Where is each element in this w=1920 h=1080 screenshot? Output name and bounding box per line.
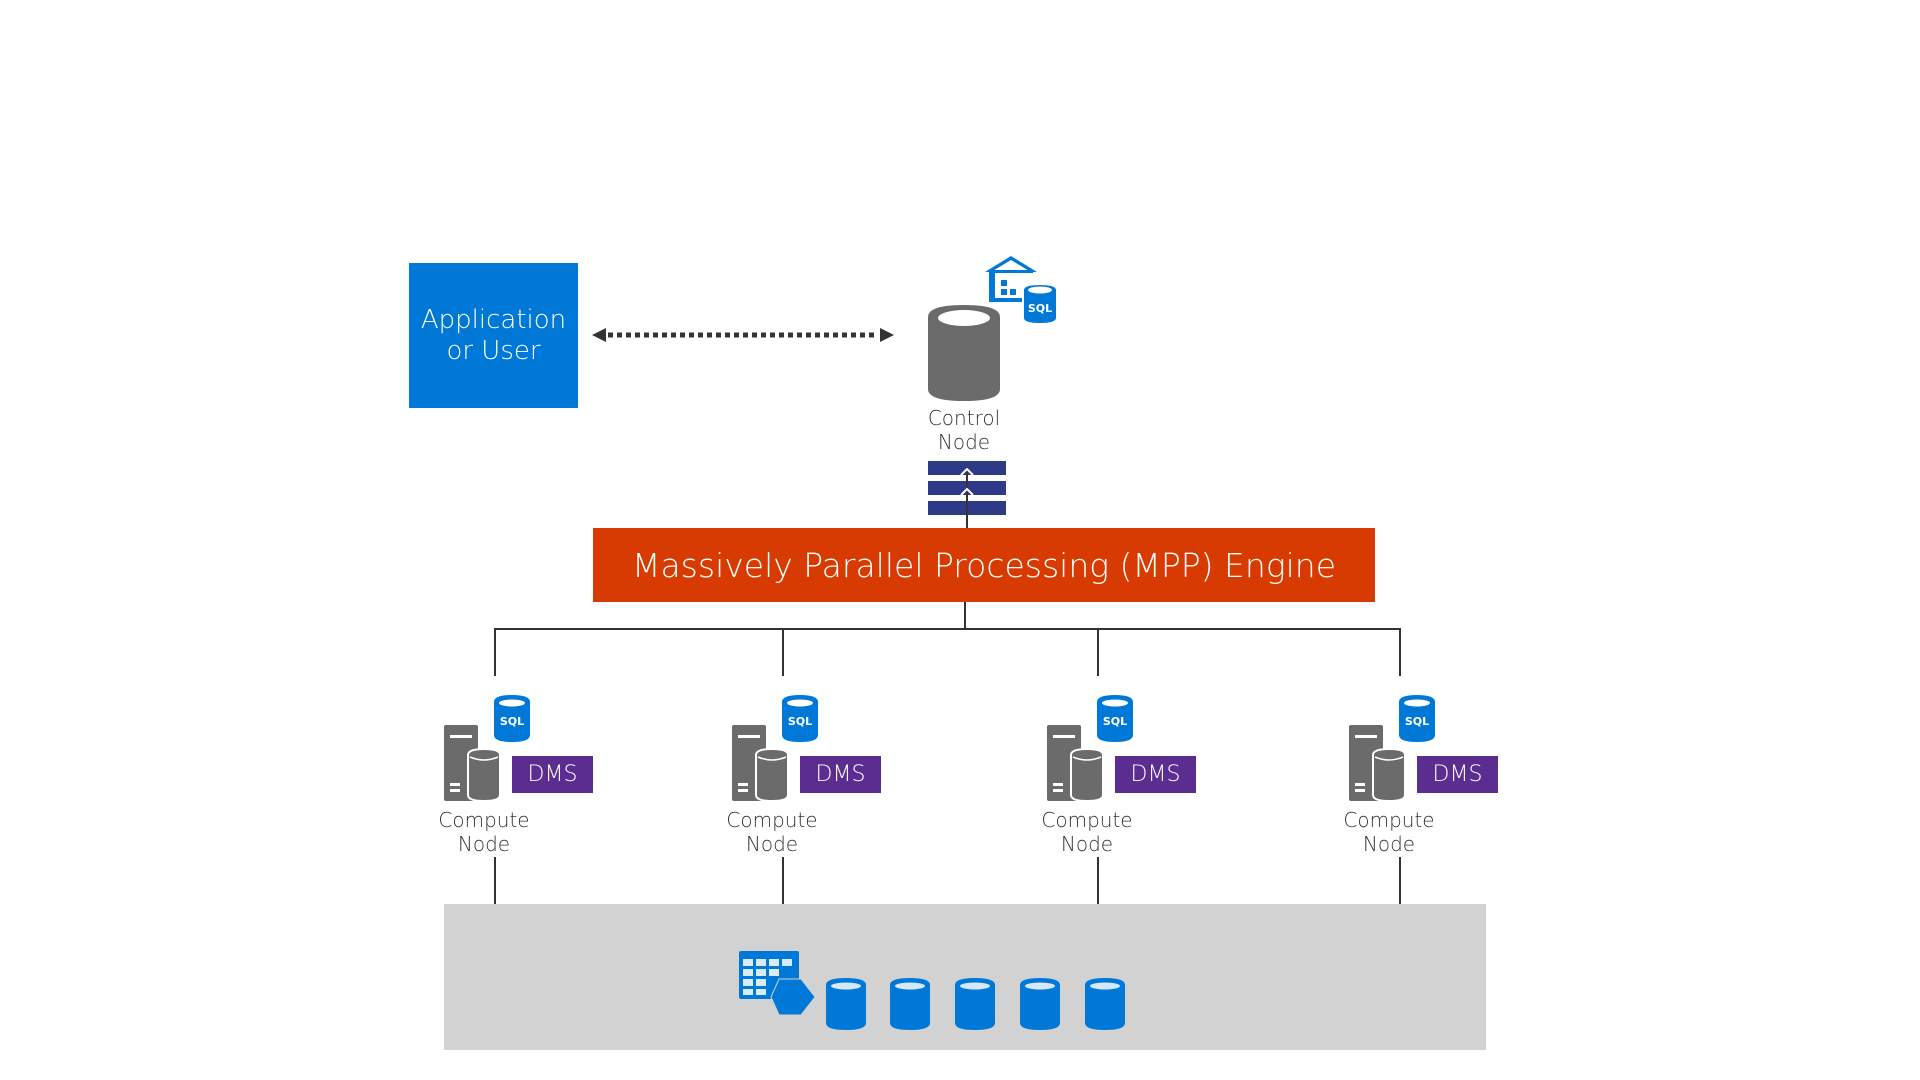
dms-badge: DMS [1417,756,1498,793]
mpp-engine-label: Massively Parallel Processing (MPP) Engi… [631,545,1337,585]
sql-text: SQL [1028,302,1052,315]
sql-text: SQL [500,715,524,728]
storage-link-line [494,857,496,904]
control-node-database-icon [928,305,1000,401]
arrow-head-left [592,328,606,342]
server-database-icon [732,725,789,803]
dms-label: DMS [815,762,866,787]
distributed-table-icon [739,951,816,1016]
bus-drop-line [1097,628,1099,676]
storage-link-line [1097,857,1099,904]
compute-node-label: Compute Node [726,808,818,856]
server-database-icon [1349,725,1406,803]
database-icon [890,978,930,1030]
dms-badge: DMS [800,756,881,793]
bus-drop-line [782,628,784,676]
app-box-line1: Application [420,304,567,335]
sql-database-icon: SQL [782,695,818,742]
database-icon [826,978,866,1030]
engine-drop-line [964,602,966,629]
bus-drop-line [494,628,496,676]
control-node-label: Control Node [927,406,1001,454]
dms-badge: DMS [1115,756,1196,793]
server-database-icon [444,725,501,803]
bus-drop-line [1399,628,1401,676]
dms-label: DMS [527,762,578,787]
storage-link-line [1399,857,1401,904]
storage-link-line [782,857,784,904]
application-or-user-box: Application or User [409,263,578,408]
database-icon [1020,978,1060,1030]
compute-node-label: Compute Node [1041,808,1133,856]
sql-text: SQL [1405,715,1429,728]
message-queue-stack-icon [928,461,1006,529]
bidirectional-arrow [592,328,894,342]
app-box-line2: or User [446,335,541,366]
sql-database-icon: SQL [494,695,530,742]
bus-horizontal-line [494,628,1401,630]
mpp-engine-bar: Massively Parallel Processing (MPP) Engi… [593,528,1375,602]
dms-label: DMS [1432,762,1483,787]
sql-database-icon: SQL [1399,695,1435,742]
server-database-icon [1047,725,1104,803]
database-icon [955,978,995,1030]
sql-text: SQL [1103,715,1127,728]
compute-node-label: Compute Node [438,808,530,856]
arrow-head-right [880,328,894,342]
dms-badge: DMS [512,756,593,793]
data-warehouse-sql-icon: SQL [985,256,1058,326]
database-icon [1085,978,1125,1030]
dms-label: DMS [1130,762,1181,787]
sql-text: SQL [788,715,812,728]
compute-node-label: Compute Node [1343,808,1435,856]
sql-database-icon: SQL [1097,695,1133,742]
